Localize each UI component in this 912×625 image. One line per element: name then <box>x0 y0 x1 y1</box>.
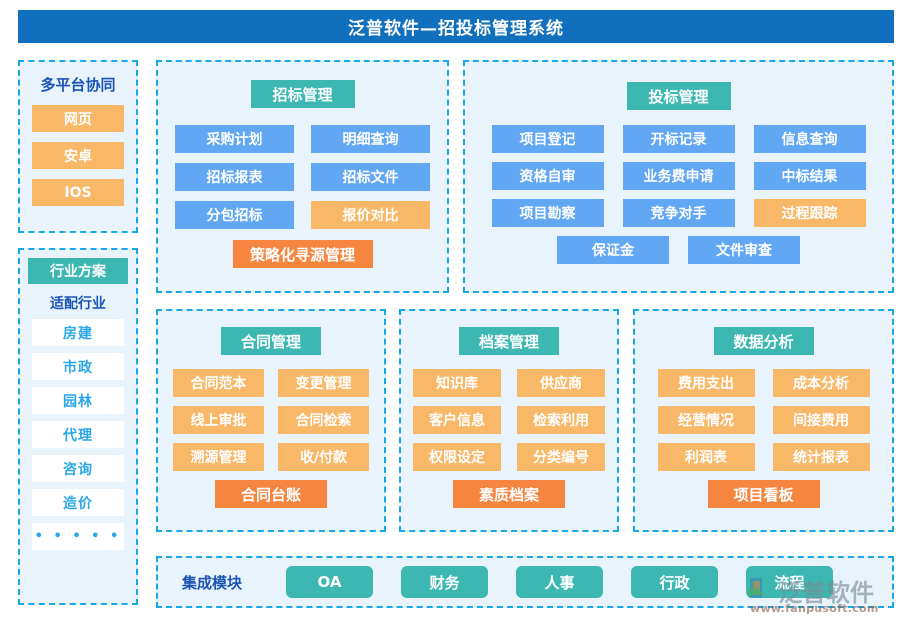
module-cell[interactable]: 利润表 <box>657 443 755 471</box>
module-cell[interactable]: 供应商 <box>517 369 605 397</box>
sidebar-industry-panel: 行业方案 适配行业 房建 市政 园林 代理 咨询 造价 • • • • • <box>18 248 138 605</box>
integration-list: OA 财务人事行政流程 <box>286 566 861 598</box>
module-title-tender: 投标管理 <box>626 82 731 110</box>
module-cell[interactable]: 招标报表 <box>175 163 294 191</box>
module-title-archive: 档案管理 <box>459 327 559 355</box>
module-cell[interactable]: 变更管理 <box>278 369 369 397</box>
module-panel-tender: 投标管理 项目登记开标记录信息查询资格自审业务费申请中标结果项目勘察竞争对手过程… <box>463 60 894 293</box>
integration-button[interactable]: 人事 <box>516 566 604 598</box>
sidebar-platform-panel: 多平台协同 网页 安卓 IOS <box>18 60 138 233</box>
module-cell[interactable]: 合同检索 <box>278 406 369 434</box>
module-cell[interactable]: 统计报表 <box>772 443 870 471</box>
module-title-bid: 招标管理 <box>250 80 355 108</box>
module-grid-analysis: 费用支出成本分析经营情况间接费用利润表统计报表 <box>657 369 870 471</box>
module-cell[interactable]: 客户信息 <box>413 406 501 434</box>
module-footer-button[interactable]: 素质档案 <box>453 480 565 508</box>
module-grid-archive: 知识库供应商客户信息检索利用权限设定分类编号 <box>413 369 605 471</box>
module-cell[interactable]: 保证金 <box>557 236 669 264</box>
integration-panel: 集成模块 OA 财务人事行政流程 <box>156 556 894 608</box>
module-footer-button[interactable]: 合同台账 <box>215 480 327 508</box>
module-cell[interactable]: 费用支出 <box>657 369 755 397</box>
module-cell[interactable]: 经营情况 <box>657 406 755 434</box>
sidebar-industry-item-more[interactable]: • • • • • <box>32 523 124 550</box>
integration-button[interactable]: OA <box>286 566 374 598</box>
module-cell[interactable]: 项目登记 <box>491 125 604 153</box>
module-cell[interactable]: 知识库 <box>413 369 501 397</box>
module-panel-archive: 档案管理 知识库供应商客户信息检索利用权限设定分类编号 素质档案 <box>399 309 619 532</box>
module-grid-tender: 项目登记开标记录信息查询资格自审业务费申请中标结果项目勘察竞争对手过程跟踪保证金… <box>482 125 876 264</box>
module-footer-button[interactable]: 策略化寻源管理 <box>232 240 373 268</box>
module-cell[interactable]: 项目勘察 <box>491 199 604 227</box>
module-title-contract: 合同管理 <box>221 327 321 355</box>
module-cell[interactable]: 过程跟踪 <box>753 199 866 227</box>
integration-button[interactable]: 行政 <box>631 566 719 598</box>
module-panel-analysis: 数据分析 费用支出成本分析经营情况间接费用利润表统计报表 项目看板 <box>633 309 894 532</box>
sidebar-platform-title: 多平台协同 <box>40 76 116 94</box>
module-cell[interactable]: 检索利用 <box>517 406 605 434</box>
sidebar-industry-header: 行业方案 <box>28 258 128 284</box>
sidebar-platform-item-web[interactable]: 网页 <box>32 105 124 132</box>
sidebar-industry-item-0[interactable]: 房建 <box>32 319 124 346</box>
module-cell[interactable]: 中标结果 <box>753 162 866 190</box>
sidebar-platform-item-ios[interactable]: IOS <box>32 179 124 206</box>
integration-button[interactable]: 流程 <box>746 566 834 598</box>
module-cell[interactable]: 明细查询 <box>311 125 430 153</box>
page-title: 泛普软件—招投标管理系统 <box>18 10 894 43</box>
module-cell[interactable]: 分类编号 <box>517 443 605 471</box>
integration-label: 集成模块 <box>182 573 243 592</box>
module-grid-bid: 采购计划明细查询招标报表招标文件分包招标报价对比 <box>175 125 430 229</box>
module-panel-contract: 合同管理 合同范本变更管理线上审批合同检索溯源管理收/付款 合同台账 <box>156 309 386 532</box>
module-cell[interactable]: 报价对比 <box>311 201 430 229</box>
sidebar-platform-item-android[interactable]: 安卓 <box>32 142 124 169</box>
module-cell[interactable]: 成本分析 <box>772 369 870 397</box>
module-cell[interactable]: 溯源管理 <box>173 443 264 471</box>
sidebar-industry-subtitle: 适配行业 <box>50 296 106 312</box>
sidebar-industry-item-5[interactable]: 造价 <box>32 489 124 516</box>
module-cell[interactable]: 线上审批 <box>173 406 264 434</box>
module-cell[interactable]: 文件审查 <box>688 236 800 264</box>
module-panel-bid: 招标管理 采购计划明细查询招标报表招标文件分包招标报价对比 策略化寻源管理 <box>156 60 449 293</box>
integration-button[interactable]: 财务 <box>401 566 489 598</box>
sidebar-industry-item-4[interactable]: 咨询 <box>32 455 124 482</box>
module-cell[interactable]: 开标记录 <box>622 125 735 153</box>
module-cell[interactable]: 招标文件 <box>311 163 430 191</box>
module-grid-contract: 合同范本变更管理线上审批合同检索溯源管理收/付款 <box>173 369 369 471</box>
module-cell[interactable]: 间接费用 <box>772 406 870 434</box>
module-cell[interactable]: 资格自审 <box>491 162 604 190</box>
module-footer-button[interactable]: 项目看板 <box>707 480 820 508</box>
module-cell[interactable]: 分包招标 <box>175 201 294 229</box>
module-cell[interactable]: 收/付款 <box>278 443 369 471</box>
module-cell[interactable]: 合同范本 <box>173 369 264 397</box>
module-cell[interactable]: 业务费申请 <box>622 162 735 190</box>
module-cell[interactable]: 采购计划 <box>175 125 294 153</box>
sidebar-industry-item-3[interactable]: 代理 <box>32 421 124 448</box>
module-cell[interactable]: 信息查询 <box>753 125 866 153</box>
sidebar-industry-item-2[interactable]: 园林 <box>32 387 124 414</box>
module-cell[interactable]: 权限设定 <box>413 443 501 471</box>
module-title-analysis: 数据分析 <box>713 327 814 355</box>
sidebar-industry-item-1[interactable]: 市政 <box>32 353 124 380</box>
module-cell[interactable]: 竞争对手 <box>622 199 735 227</box>
